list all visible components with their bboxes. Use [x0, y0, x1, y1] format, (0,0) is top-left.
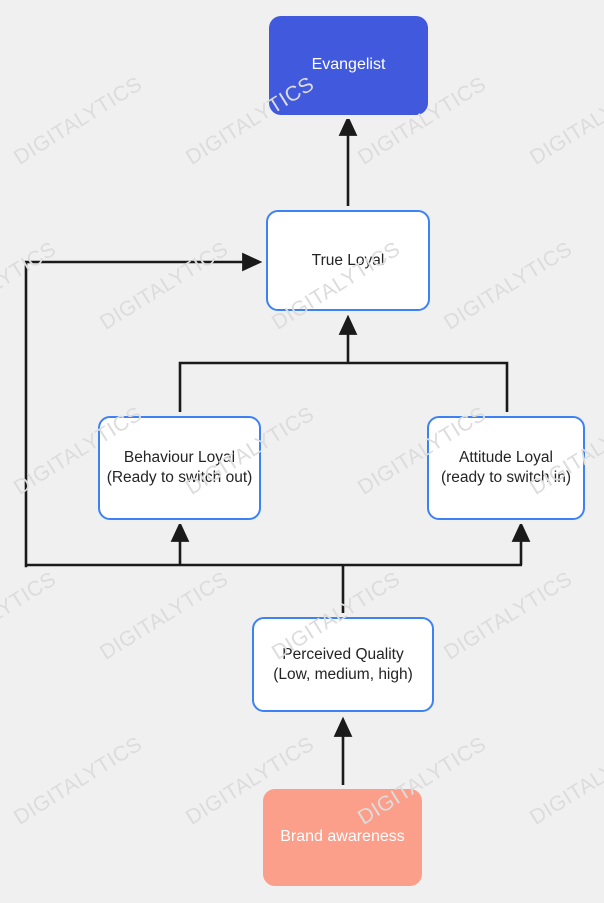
- node-attitude-loyal-label: Attitude Loyal (ready to switch in): [440, 449, 572, 486]
- node-attitude-loyal[interactable]: Attitude Loyal (ready to switch in): [427, 416, 585, 520]
- node-evangelist[interactable]: Evangelist: [269, 16, 428, 115]
- node-brand-awareness[interactable]: Brand awareness: [263, 789, 422, 886]
- node-perceived-quality-label: Perceived Quality (Low, medium, high): [273, 645, 413, 683]
- node-behaviour-loyal-label: Behaviour Loyal (Ready to switch out): [106, 449, 253, 486]
- node-perceived-quality[interactable]: Perceived Quality (Low, medium, high): [252, 617, 434, 712]
- node-evangelist-label: Evangelist: [311, 56, 386, 74]
- edge-loop-to-true-loyal: [24, 252, 263, 568]
- node-true-loyal-label: True Loyal: [311, 251, 385, 269]
- node-true-loyal[interactable]: True Loyal: [266, 210, 430, 311]
- edge-bracket-bar: [178, 361, 509, 419]
- node-brand-awareness-label: Brand awareness: [280, 828, 405, 846]
- node-behaviour-loyal[interactable]: Behaviour Loyal (Ready to switch out): [98, 416, 261, 520]
